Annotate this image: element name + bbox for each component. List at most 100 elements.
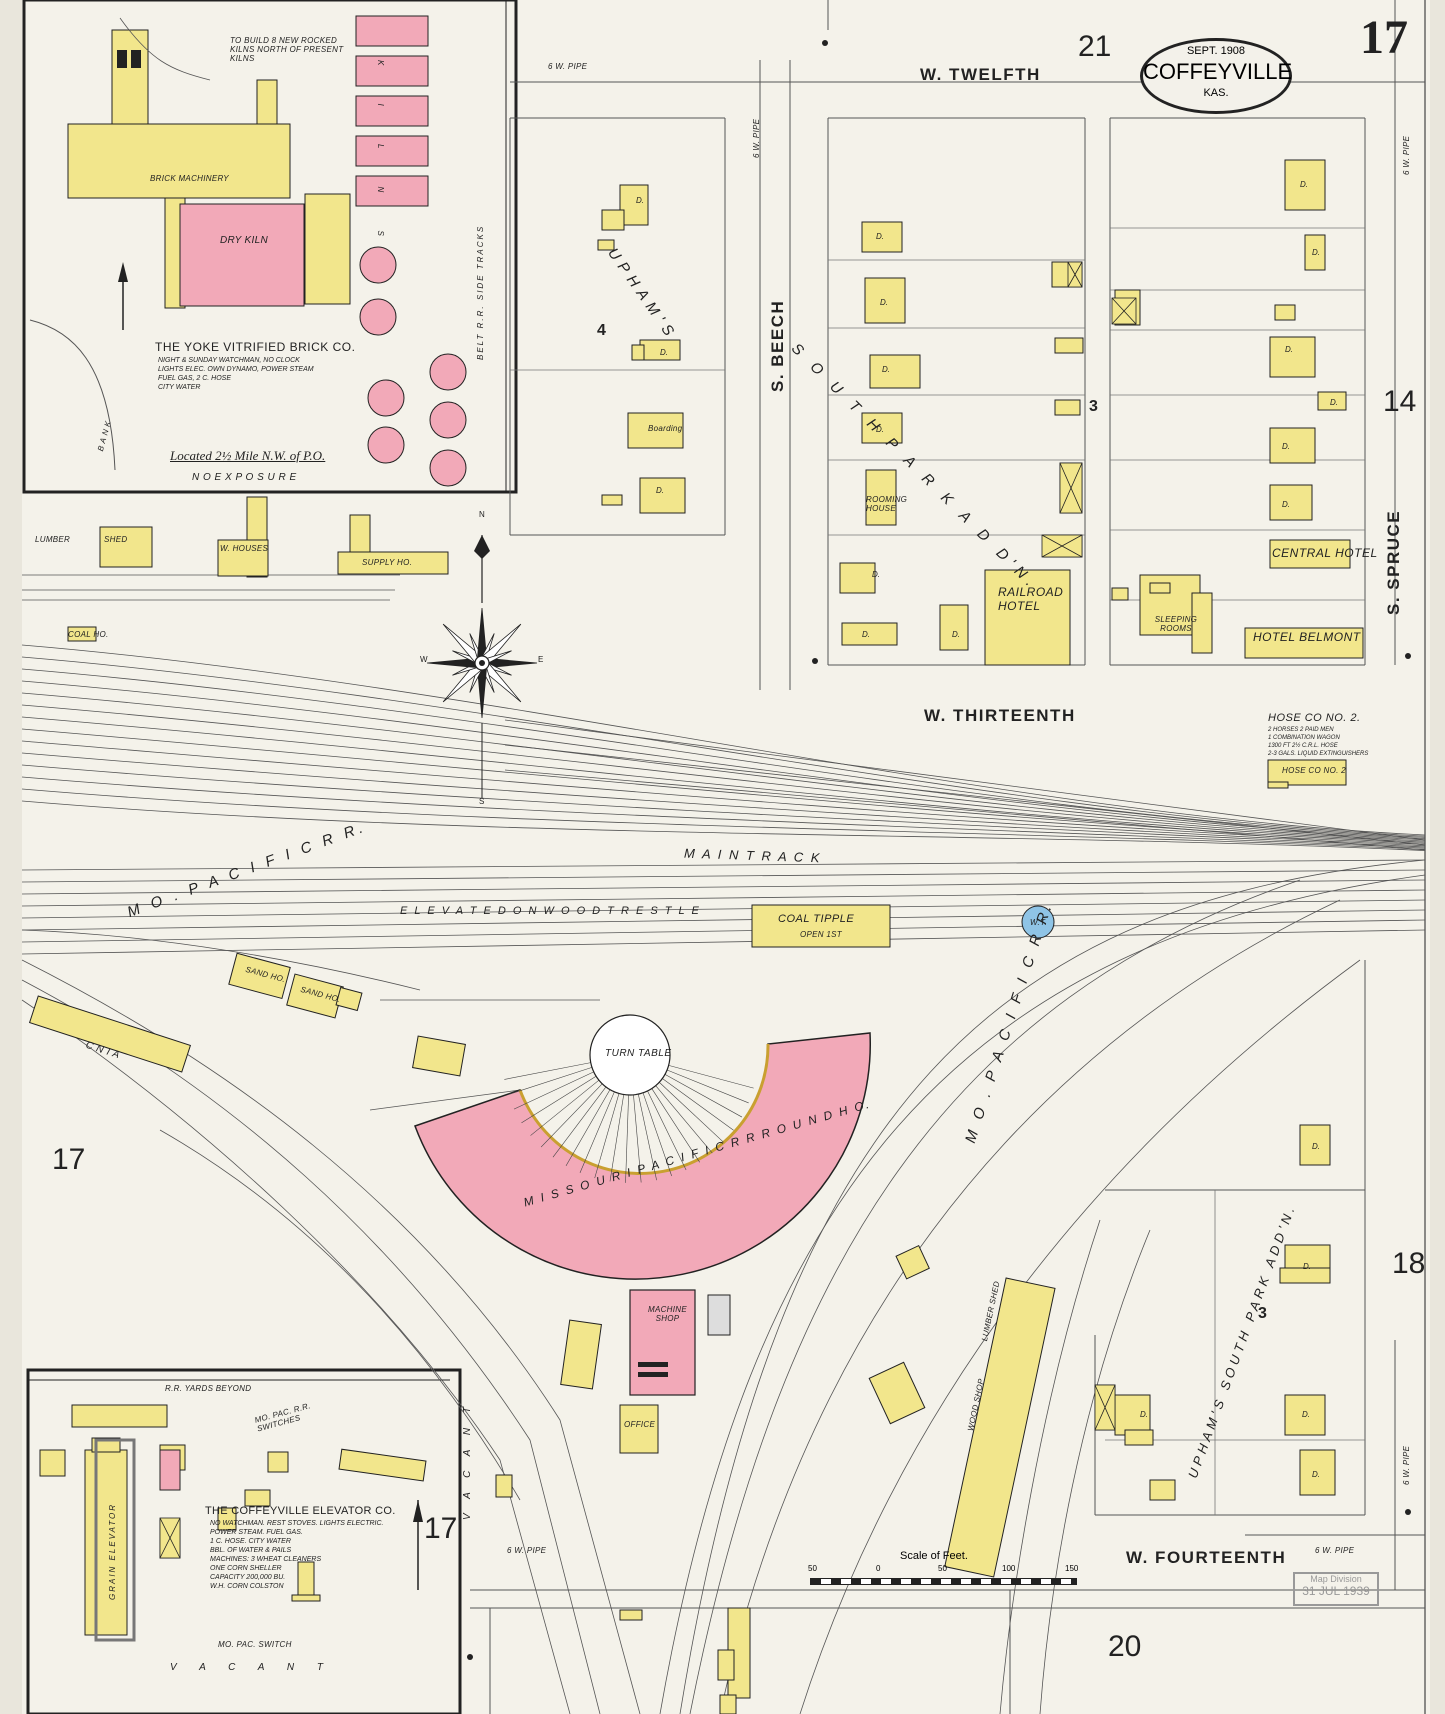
turntable-ray: [530, 1079, 600, 1136]
yoke-note-1: LIGHTS ELEC. OWN DYNAMO, POWER STEAM: [158, 366, 314, 373]
elevator-note-0: NO WATCHMAN. REST STOVES. LIGHTS ELECTRI…: [210, 1520, 384, 1527]
yoke-note-2: FUEL GAS, 2 C. HOSE: [158, 375, 232, 382]
track-line: [21, 776, 1426, 849]
compass-rose: [426, 535, 538, 798]
dwelling-marker: D.: [1312, 248, 1320, 257]
water-tank: [1021, 905, 1055, 939]
dwelling-marker: D.: [876, 232, 884, 241]
track-line: [21, 929, 1426, 955]
turntable-ray: [552, 1086, 607, 1158]
map-city: COFFEYVILLE: [1143, 59, 1293, 84]
track-line: [21, 889, 1426, 907]
turntable-ray: [508, 1067, 593, 1095]
track-line: [21, 728, 1426, 844]
label-water-pipe-bottom-left: 6 W. PIPE: [507, 1546, 547, 1555]
yoke-inset-border: [22, 0, 518, 494]
elevator-note-2: 1 C. HOSE. CITY WATER: [210, 1538, 291, 1545]
turntable-ray: [540, 1083, 603, 1148]
cross-lines: [159, 261, 1137, 1559]
turntable-ray: [659, 1082, 724, 1143]
hose-note-0: 2 HORSES 2 PAID MEN: [1268, 727, 1334, 733]
label-elevated-trestle: E L E V A T E D O N W O O D T R E S T L …: [400, 905, 701, 917]
track-line: [21, 680, 1426, 839]
track-line: [21, 919, 1426, 943]
label-water-pipe-bottom-right: 6 W. PIPE: [1315, 1546, 1355, 1555]
turntable-ray: [662, 1078, 734, 1131]
scale-bar: [810, 1578, 1077, 1585]
scale-caption: Scale of Feet.: [900, 1550, 968, 1562]
stamp-line-1: Map Division: [1310, 1574, 1362, 1584]
yoke-note-3: CITY WATER: [158, 384, 201, 391]
turntable-ray: [625, 1094, 629, 1183]
turntable-ray: [579, 1091, 615, 1173]
adjacent-sheet-left: 17: [52, 1143, 86, 1176]
label-turn-table: TURN TABLE: [605, 1048, 672, 1059]
dwelling-marker: D.: [1282, 500, 1290, 509]
track-line: [21, 716, 1426, 843]
street-w-fourteenth: W. FOURTEENTH: [1126, 1548, 1287, 1567]
dwelling-marker: D.: [882, 365, 890, 374]
machine-shop-building: [629, 1289, 696, 1396]
dwelling-marker: D.: [1285, 345, 1293, 354]
label-w-houses: W. HOUSES: [220, 544, 269, 553]
label-water-pipe-left: 6 W. PIPE: [752, 118, 761, 158]
label-coal-tipple-sub: OPEN 1ST: [800, 930, 842, 939]
label-machine-shop: MACHINE SHOP: [648, 1305, 687, 1323]
label-hose-co: HOSE CO NO. 2.: [1268, 712, 1361, 724]
dwelling-marker: D.: [1300, 180, 1308, 189]
turntable-ray: [513, 1071, 594, 1110]
track-line: [21, 899, 1426, 919]
hydrant-markers: [467, 40, 1411, 1660]
label-supply-ho: SUPPLY HO.: [362, 558, 413, 567]
track-line: [21, 859, 1426, 871]
block-3-lower: 3: [1258, 1305, 1268, 1322]
dwelling-marker: D.: [872, 570, 880, 579]
track-line: [21, 692, 1426, 841]
label-boarding: Boarding: [648, 424, 683, 433]
dwelling-marker: D.: [876, 425, 884, 434]
label-grain-elevator: GRAIN ELEVATOR: [108, 1502, 117, 1600]
turntable-ray: [642, 1092, 672, 1177]
label-water-pipe-top: 6 W. PIPE: [548, 62, 588, 71]
elevator-note-3: BBL. OF WATER & PAILS: [210, 1547, 292, 1554]
turntable-rays: [504, 1062, 754, 1183]
stamp-line-2: 31 JUL 1939: [1302, 1584, 1370, 1598]
yoke-note-0: NIGHT & SUNDAY WATCHMAN, NO CLOCK: [158, 357, 300, 364]
track-line: [21, 668, 1426, 838]
elevator-note-4: MACHINES: 3 WHEAT CLEANERS: [210, 1556, 322, 1563]
dwelling-marker: D.: [952, 630, 960, 639]
track-line: [21, 752, 1426, 847]
compass-n: N: [479, 510, 486, 519]
track-line: [21, 909, 1426, 931]
hose-note-2: 1300 FT 2½ C.R.L. HOSE: [1268, 743, 1338, 749]
dwelling-marker: D.: [636, 196, 644, 205]
label-hotel-belmont: HOTEL BELMONT: [1253, 630, 1361, 644]
elevator-note-1: POWER STEAM. FUEL GAS.: [210, 1529, 303, 1536]
track-line: [21, 656, 1426, 837]
elevator-note-6: CAPACITY 200,000 BU.: [210, 1574, 286, 1581]
map-state: KAS.: [1203, 87, 1229, 99]
yoke-title: THE YOKE VITRIFIED BRICK CO.: [155, 340, 356, 354]
turntable-ray: [609, 1094, 625, 1182]
compass-w: W: [420, 655, 428, 664]
turntable-ray: [651, 1088, 700, 1163]
label-shed: SHED: [104, 535, 128, 544]
sheet-number: 17: [1360, 11, 1408, 64]
dwelling-marker: D.: [862, 630, 870, 639]
scale-of-feet: Scale of Feet. 50 0 50 100 150: [808, 1550, 1080, 1590]
label-belt-rr: BELT R.R. SIDE TRACKS: [476, 224, 485, 360]
turntable-ray: [664, 1074, 743, 1118]
hose-note-3: 2-3 GALS. LIQUID EXTINGUISHERS: [1268, 751, 1369, 757]
dwelling-marker: D.: [1312, 1142, 1320, 1151]
adjacent-sheet-right-upper: 14: [1383, 385, 1417, 418]
turntable-ray: [565, 1089, 611, 1167]
inset-sheet-arrow: 17: [424, 1512, 458, 1545]
dwelling-marker: D.: [1330, 398, 1338, 407]
label-coal-tipple: COAL TIPPLE: [778, 913, 855, 925]
compass-e: E: [538, 655, 544, 664]
label-brick-machinery: BRICK MACHINERY: [150, 174, 229, 183]
turntable-ray: [633, 1094, 642, 1183]
turntable-ray: [668, 1065, 754, 1089]
label-hose-co-building: HOSE CO NO. 2: [1282, 766, 1346, 775]
track-line: [21, 704, 1426, 842]
